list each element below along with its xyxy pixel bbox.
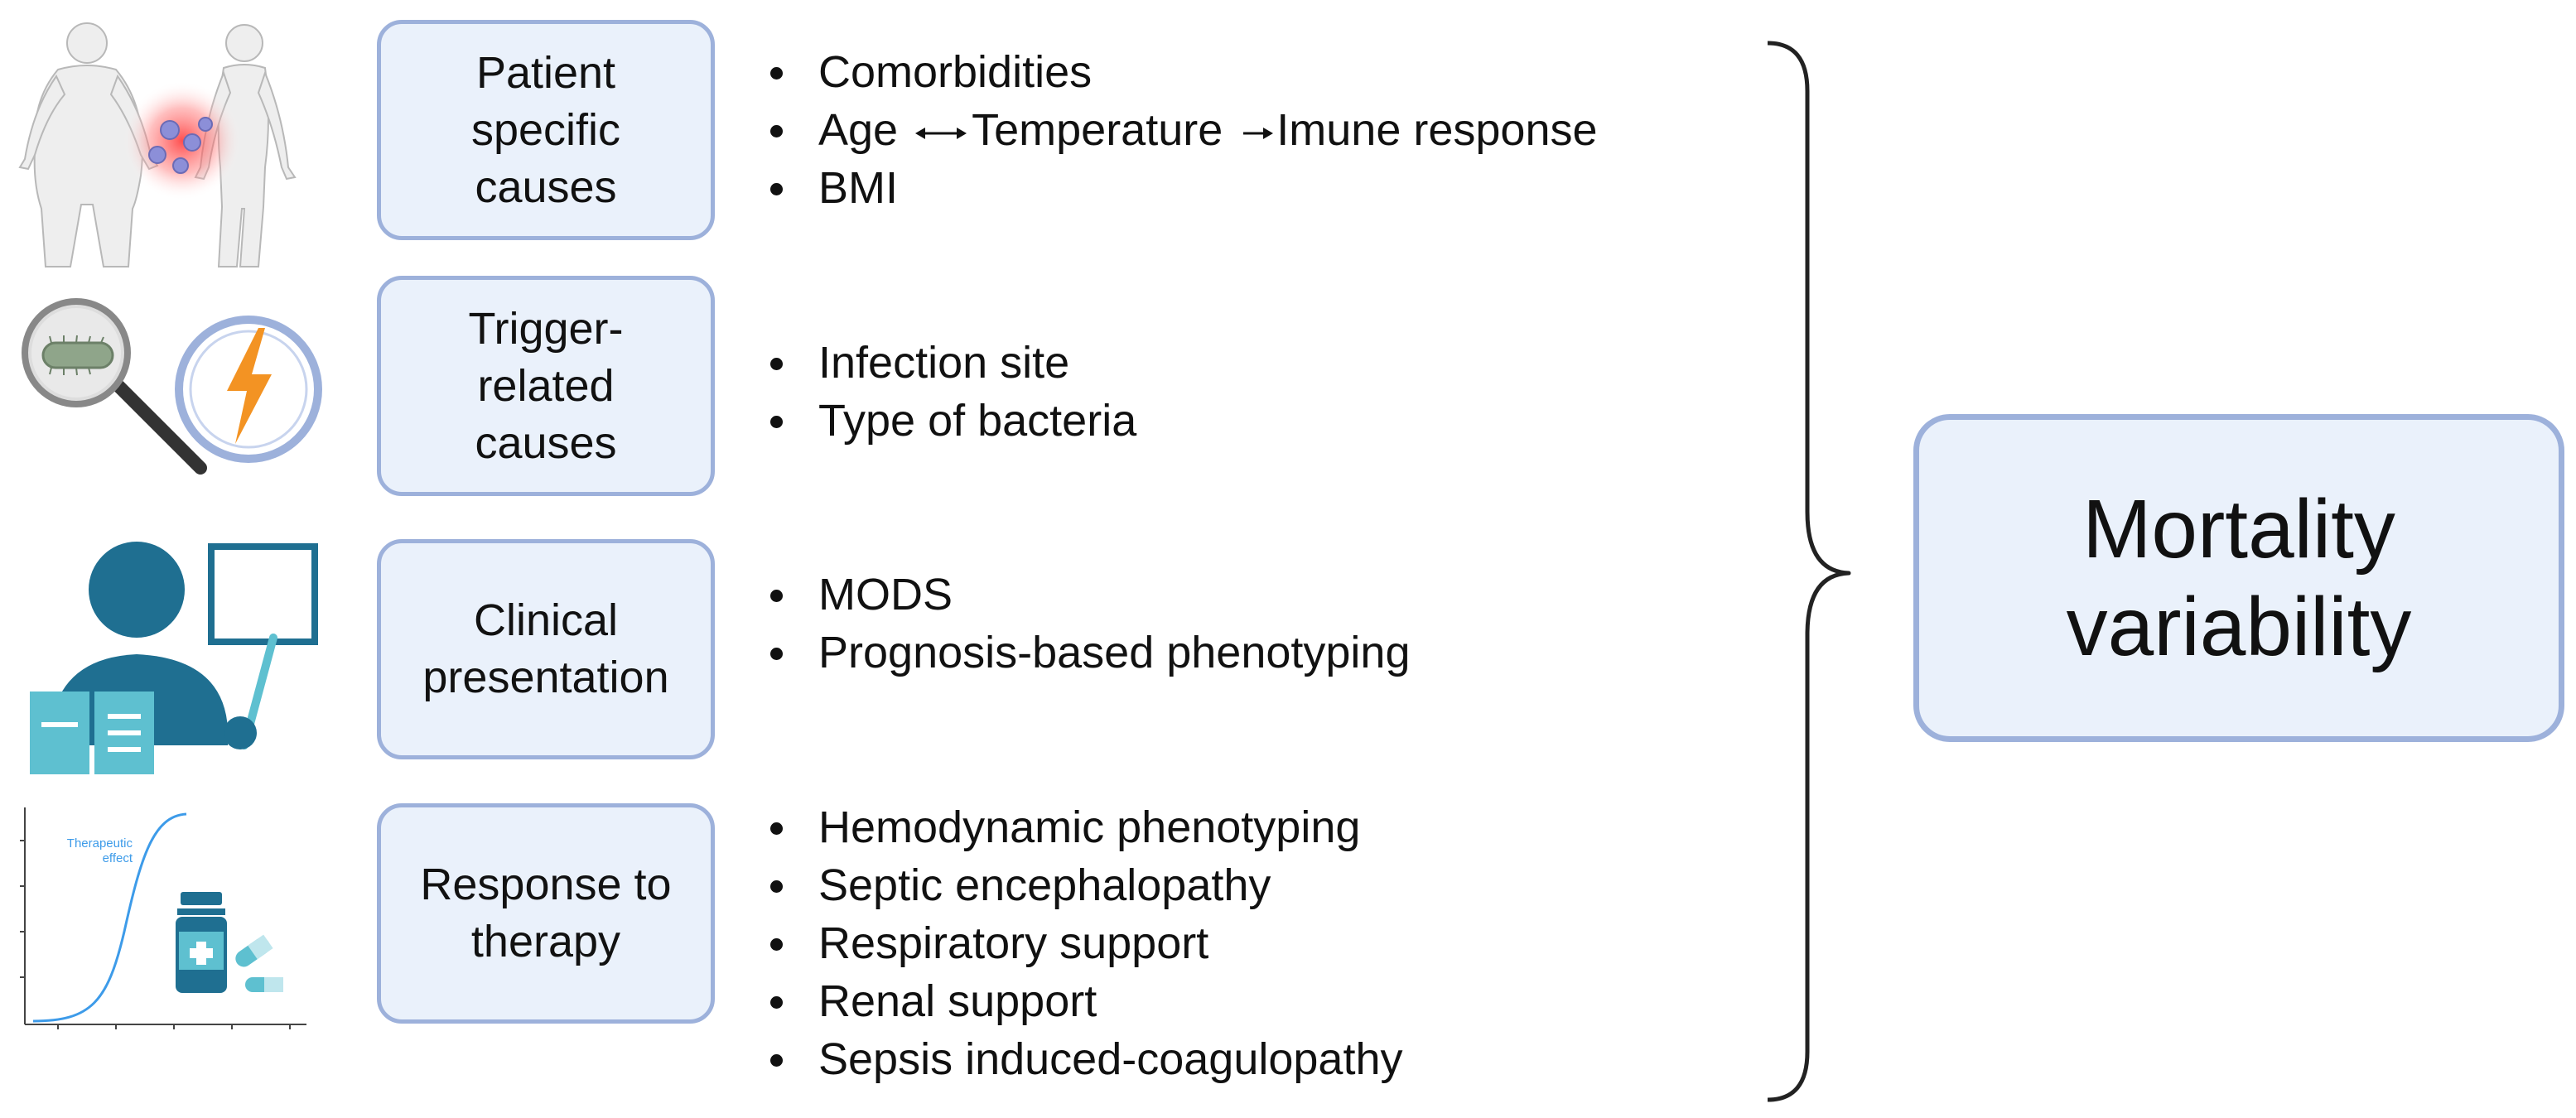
list-item: Sepsis induced-coagulopathy [765, 1030, 1402, 1088]
curve-label-line-1: Therapeutic [67, 836, 133, 851]
right-arrow-icon [1243, 127, 1274, 139]
right-curly-brace [1767, 41, 1851, 1102]
human-body-inflammation-icon [18, 22, 297, 267]
outcome-mortality-variability: Mortality variability [1913, 414, 2564, 742]
list-item: Hemodynamic phenotyping [765, 798, 1402, 856]
category-patient-specific: Patient specific causes [377, 20, 715, 240]
dose-response-medication-icon: Therapeutic effect [20, 807, 306, 1029]
category-trigger-related: Trigger- related causes [377, 276, 715, 496]
list-item: Prognosis-based phenotyping [765, 624, 1411, 682]
clinician-reading-icon [30, 542, 318, 774]
list-item: Comorbidities [765, 43, 1598, 101]
patient-specific-list: Comorbidities Age Temperature Imune resp… [765, 43, 1598, 217]
list-item: MODS [765, 566, 1411, 624]
list-item: Septic encephalopathy [765, 856, 1402, 914]
category-response-to-therapy: Response to therapy [377, 803, 715, 1024]
bacteria-magnifier-lightning-icon [22, 298, 322, 475]
category-clinical-presentation: Clinical presentation [377, 539, 715, 759]
list-item: Age Temperature Imune response [765, 101, 1598, 159]
list-item: Respiratory support [765, 914, 1402, 972]
clinical-presentation-list: MODS Prognosis-based phenotyping [765, 566, 1411, 682]
trigger-related-list: Infection site Type of bacteria [765, 334, 1136, 450]
list-item: Renal support [765, 972, 1402, 1030]
response-to-therapy-list: Hemodynamic phenotyping Septic encephalo… [765, 798, 1402, 1088]
curve-label-line-2: effect [103, 851, 133, 865]
list-item: Type of bacteria [765, 392, 1136, 450]
list-item: BMI [765, 159, 1598, 217]
list-item: Infection site [765, 334, 1136, 392]
double-arrow-icon [915, 127, 967, 139]
